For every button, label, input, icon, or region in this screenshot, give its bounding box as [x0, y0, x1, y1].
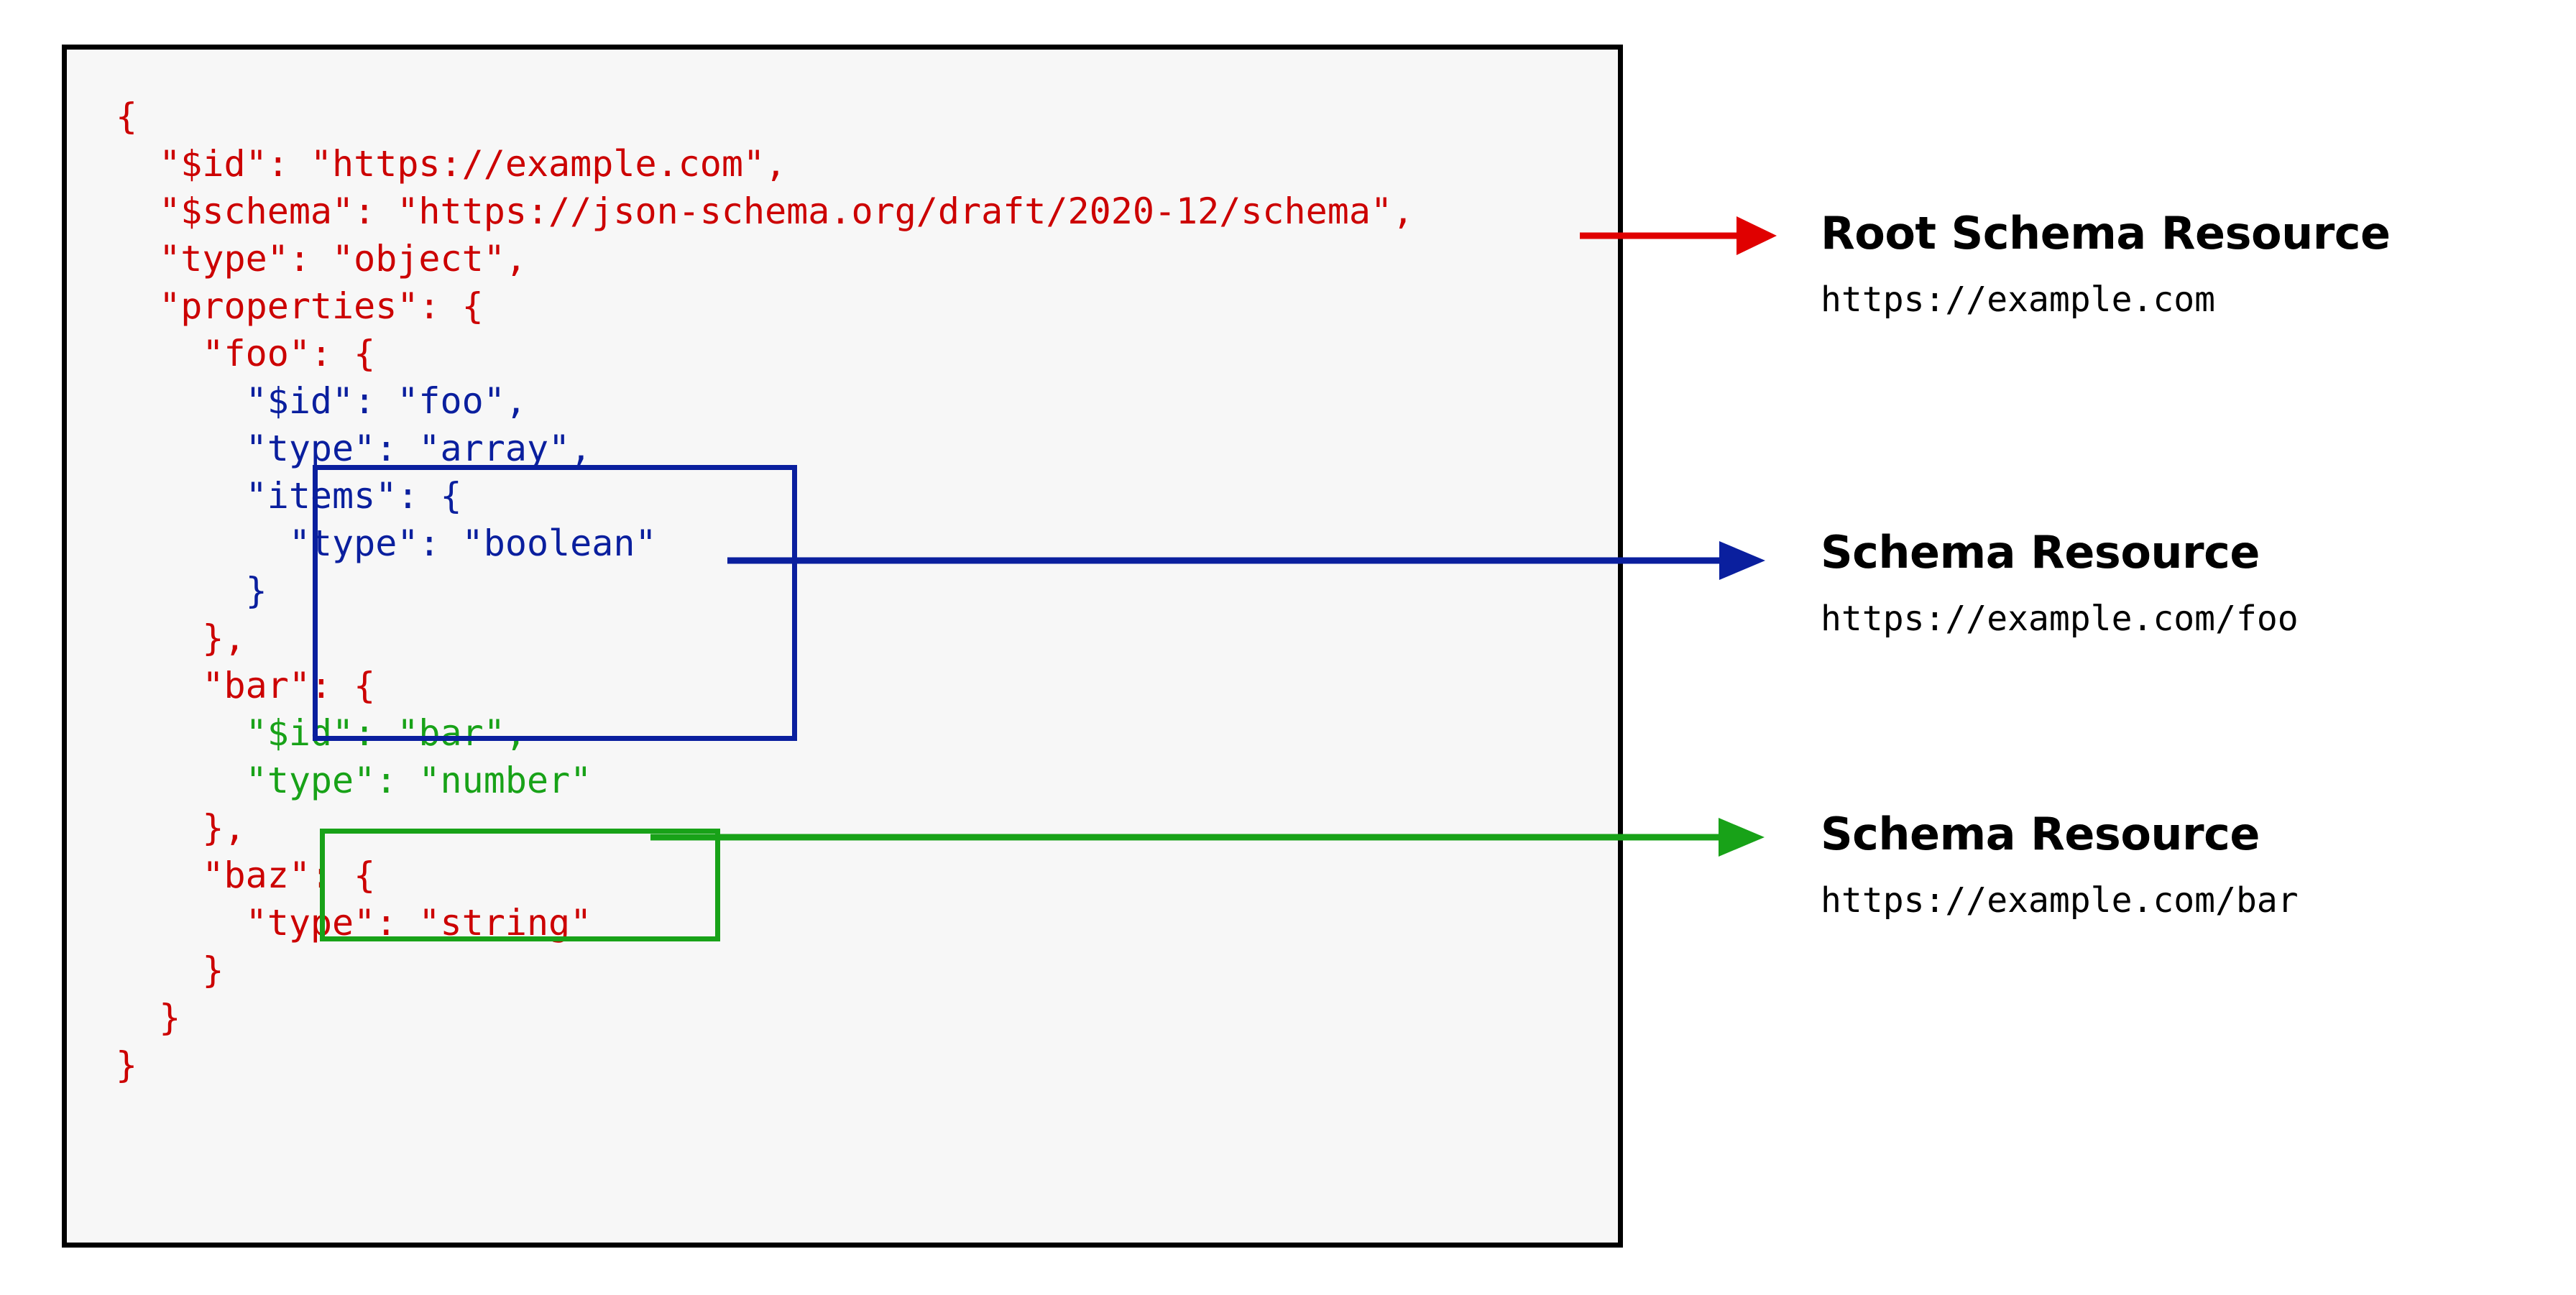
json-code-panel: { "$id": "https://example.com", "$schema…	[62, 45, 1623, 1248]
code-line: "$schema": "https://json-schema.org/draf…	[116, 190, 1414, 232]
annotation-url: https://example.com/bar	[1821, 880, 2299, 921]
annotation-title: Schema Resource	[1821, 526, 2260, 579]
code-line: }	[116, 570, 267, 612]
code-line: "type": "string"	[116, 902, 592, 944]
annotation-foo-schema-resource: Schema Resource https://example.com/foo	[1821, 526, 2299, 639]
code-line: "items": {	[116, 475, 462, 517]
code-line: "$id": "foo",	[116, 380, 527, 422]
annotation-title: Root Schema Resource	[1821, 207, 2391, 259]
arrow-shaft	[650, 834, 1723, 841]
highlight-box-foo-schema-resource	[313, 465, 797, 741]
annotation-url: https://example.com	[1821, 280, 2216, 320]
annotation-root-schema-resource: Root Schema Resource https://example.com	[1821, 207, 2391, 320]
code-line: "$id": "bar",	[116, 712, 527, 754]
code-line: "properties": {	[116, 285, 484, 327]
highlight-box-bar-schema-resource	[320, 829, 720, 941]
code-line: }	[116, 949, 224, 991]
code-line: "baz": {	[116, 854, 376, 896]
arrow-head-icon	[1719, 541, 1765, 580]
code-line: "type": "array",	[116, 428, 592, 469]
annotation-url: https://example.com/foo	[1821, 599, 2299, 639]
code-line: }	[116, 997, 181, 1038]
code-line: "$id": "https://example.com",	[116, 143, 787, 185]
code-line: },	[116, 617, 246, 659]
code-line: },	[116, 807, 246, 849]
arrow-head-icon	[1719, 818, 1765, 857]
code-line: "foo": {	[116, 333, 376, 374]
code-line: "type": "number"	[116, 760, 592, 801]
code-line: }	[116, 1044, 138, 1086]
arrow-shaft	[1580, 232, 1747, 239]
arrow-head-icon	[1736, 216, 1777, 255]
annotation-title: Schema Resource	[1821, 808, 2260, 860]
arrow-shaft	[727, 557, 1725, 564]
code-line: "bar": {	[116, 665, 376, 706]
code-line: "type": "boolean"	[116, 522, 657, 564]
code-line: "type": "object",	[116, 238, 527, 280]
annotation-bar-schema-resource: Schema Resource https://example.com/bar	[1821, 808, 2299, 921]
code-line: {	[116, 96, 138, 137]
